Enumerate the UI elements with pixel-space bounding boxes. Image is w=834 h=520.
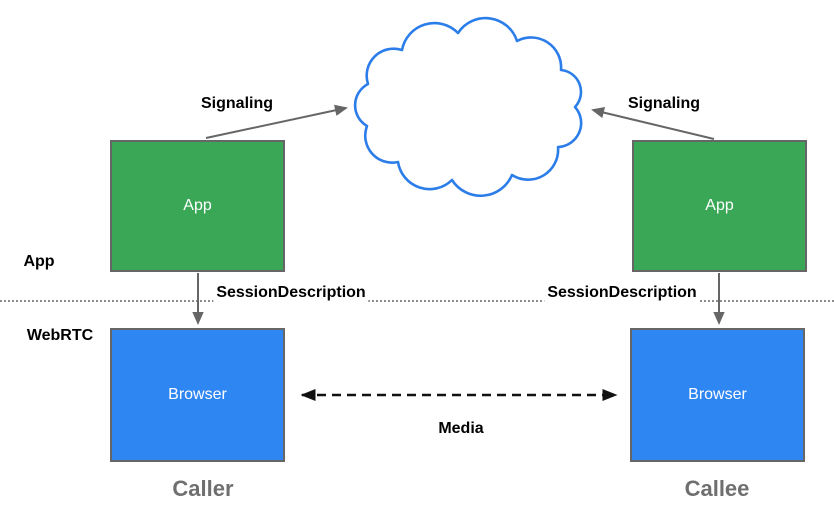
sessiondescription-label-left: SessionDescription xyxy=(213,284,369,302)
signaling-label-right: Signaling xyxy=(628,95,700,112)
callee-browser-node-label: Browser xyxy=(688,386,747,403)
caller-browser-node: Browser xyxy=(110,328,285,462)
cloud-icon xyxy=(353,16,583,198)
signaling-label-left: Signaling xyxy=(201,95,273,112)
caller-signaling-arrow xyxy=(205,104,348,139)
callee-label: Callee xyxy=(684,476,750,501)
callee-app-node: App xyxy=(632,140,807,272)
callee-signaling-arrow xyxy=(591,107,715,140)
callee-app-node-label: App xyxy=(705,197,734,214)
webrtc-layer-label: WebRTC xyxy=(26,327,94,344)
caller-browser-node-label: Browser xyxy=(168,386,227,403)
media-label: Media xyxy=(438,420,484,437)
app-layer-label: App xyxy=(23,253,55,270)
sessiondescription-label-right: SessionDescription xyxy=(544,284,700,302)
caller-label: Caller xyxy=(172,476,234,501)
caller-app-node: App xyxy=(110,140,285,272)
caller-app-node-label: App xyxy=(183,197,212,214)
layer-divider xyxy=(0,300,834,302)
callee-browser-node: Browser xyxy=(630,328,805,462)
